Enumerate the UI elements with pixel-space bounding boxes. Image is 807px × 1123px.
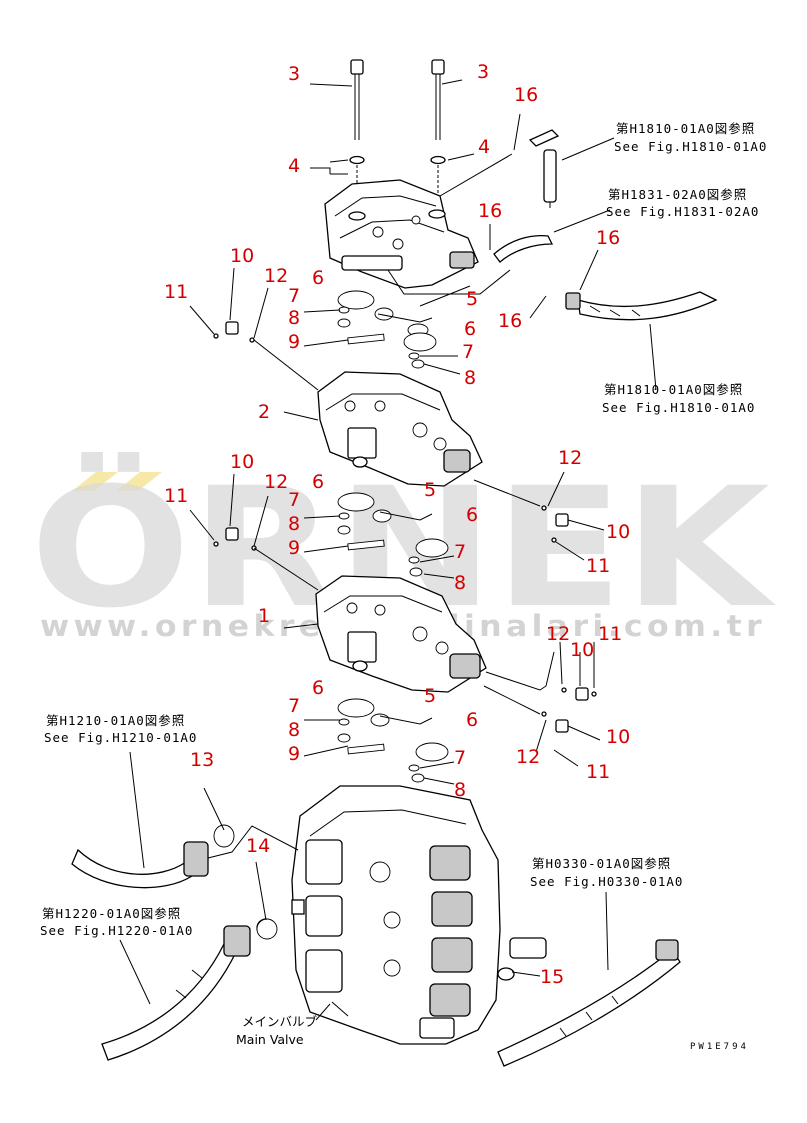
ref-note-jp: 第H1220-01A0図参照 [42, 906, 181, 921]
callout-7: 7 [454, 541, 466, 563]
callout-12: 12 [546, 623, 570, 645]
watermark-accent-right [116, 472, 162, 491]
callout-numbers: 3 3 4 4 16 16 16 16 10 12 11 6 7 8 9 5 6… [164, 61, 630, 988]
main-valve-label-en: Main Valve [236, 1032, 304, 1047]
callout-16: 16 [596, 227, 620, 249]
callout-5: 5 [424, 685, 436, 707]
callout-8: 8 [288, 513, 300, 535]
ref-note-en: See Fig.H1220-01A0 [40, 923, 193, 938]
callout-12: 12 [516, 746, 540, 768]
callout-10: 10 [606, 521, 630, 543]
ref-note-en: See Fig.H1210-01A0 [44, 730, 197, 745]
callout-10: 10 [230, 245, 254, 267]
callout-6: 6 [466, 709, 478, 731]
callout-12: 12 [264, 265, 288, 287]
callout-9: 9 [288, 743, 300, 765]
ref-note-jp: 第H1831-02A0図参照 [608, 187, 747, 202]
callout-8: 8 [288, 719, 300, 741]
ref-note-en: See Fig.H1831-02A0 [606, 204, 759, 219]
fittings-left [213, 321, 597, 733]
callout-8: 8 [454, 572, 466, 594]
callout-11: 11 [586, 555, 610, 577]
callout-10: 10 [230, 451, 254, 473]
callout-6: 6 [466, 504, 478, 526]
callout-5: 5 [466, 288, 478, 310]
callout-11: 11 [164, 281, 188, 303]
callout-7: 7 [288, 695, 300, 717]
callout-7: 7 [288, 285, 300, 307]
callout-12: 12 [558, 447, 582, 469]
watermark-accent-left [72, 472, 118, 491]
callout-4: 4 [478, 136, 490, 158]
callout-8: 8 [464, 367, 476, 389]
pilot-fitting-top-right [528, 129, 560, 208]
callout-6: 6 [312, 267, 324, 289]
ref-note-jp: 第H1810-01A0図参照 [616, 121, 755, 136]
drawing-code: PW1E794 [690, 1042, 749, 1052]
orings-large [213, 824, 278, 940]
callout-3: 3 [477, 61, 489, 83]
ref-note-jp: 第H0330-01A0図参照 [532, 856, 671, 871]
valve-section-1 [315, 575, 487, 693]
callout-9: 9 [288, 537, 300, 559]
ref-note-jp: 第H1810-01A0図参照 [604, 382, 743, 397]
callout-10: 10 [570, 639, 594, 661]
callout-11: 11 [598, 623, 622, 645]
callout-7: 7 [462, 341, 474, 363]
callout-16: 16 [478, 200, 502, 222]
ref-note-jp: 第H1210-01A0図参照 [46, 713, 185, 728]
seal-group-2 [337, 492, 449, 577]
hose-bottom-right [497, 939, 681, 1067]
callout-8: 8 [288, 307, 300, 329]
callout-13: 13 [190, 749, 214, 771]
seal-group-1 [337, 290, 437, 369]
seal-group-3 [337, 698, 449, 783]
callout-6: 6 [312, 677, 324, 699]
reference-notes: 第H1810-01A0図参照 See Fig.H1810-01A0 第H1831… [40, 121, 767, 938]
long-hose-right [565, 291, 718, 321]
callout-7: 7 [454, 747, 466, 769]
callout-10: 10 [606, 726, 630, 748]
callout-12: 12 [264, 471, 288, 493]
callout-2: 2 [258, 401, 270, 423]
callout-6: 6 [312, 471, 324, 493]
callout-16: 16 [498, 310, 522, 332]
ref-note-en: See Fig.H0330-01A0 [530, 874, 683, 889]
callout-8: 8 [454, 779, 466, 801]
ref-note-en: See Fig.H1810-01A0 [614, 139, 767, 154]
callout-4: 4 [288, 155, 300, 177]
ref-note-en: See Fig.H1810-01A0 [602, 400, 755, 415]
callout-11: 11 [586, 761, 610, 783]
callout-1: 1 [258, 605, 270, 627]
fitting-right-main [497, 937, 547, 981]
main-valve-label-jp: メインバルブ [242, 1014, 318, 1029]
main-valve-body [291, 785, 501, 1045]
valve-section-2 [317, 371, 483, 487]
short-hose-top [493, 234, 554, 263]
callout-15: 15 [540, 966, 564, 988]
callout-3: 3 [288, 63, 300, 85]
callout-16: 16 [514, 84, 538, 106]
callout-11: 11 [164, 485, 188, 507]
top-valve-block [324, 179, 511, 295]
leader-lines [119, 79, 657, 1021]
callout-6: 6 [464, 318, 476, 340]
callout-5: 5 [424, 479, 436, 501]
callout-9: 9 [288, 331, 300, 353]
callout-14: 14 [246, 835, 270, 857]
callout-7: 7 [288, 489, 300, 511]
